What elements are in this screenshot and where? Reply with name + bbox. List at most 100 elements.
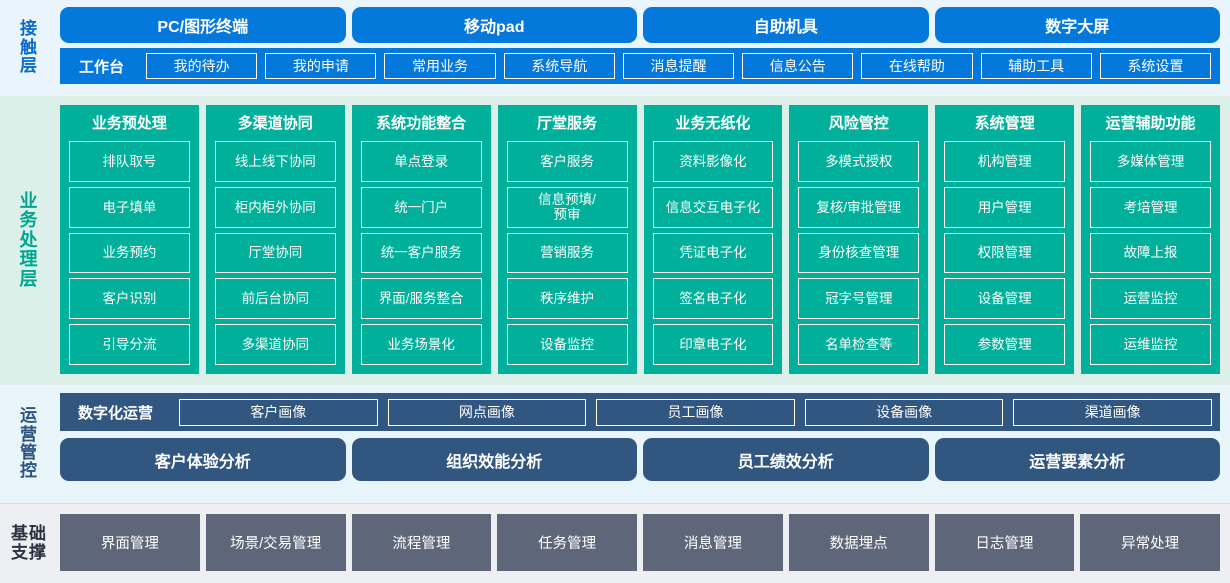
- business-item[interactable]: 多渠道协同: [214, 324, 336, 365]
- business-item[interactable]: 凭证电子化: [652, 232, 774, 274]
- business-item[interactable]: 柜内柜外协同: [214, 186, 336, 228]
- operations-layer: 运营管控 数字化运营 客户画像 网点画像 员工画像 设备画像 渠道画像 客户体验…: [0, 385, 1230, 503]
- workbench-chip-system-settings[interactable]: 系统设置: [1099, 53, 1211, 79]
- business-item[interactable]: 业务预约: [69, 232, 190, 274]
- business-item[interactable]: 印章电子化: [652, 324, 774, 365]
- contact-layer: 接触层 PC/图形终端 移动pad 自助机具 数字大屏 工作台 我的待办 我的申…: [0, 0, 1230, 96]
- business-item[interactable]: 秩序维护: [506, 278, 628, 320]
- business-item[interactable]: 考培管理: [1090, 186, 1211, 228]
- analysis-row: 客户体验分析 组织效能分析 员工绩效分析 运营要素分析: [60, 438, 1220, 481]
- business-item[interactable]: 客户服务: [506, 141, 628, 182]
- business-item[interactable]: 用户管理: [944, 186, 1066, 228]
- business-item[interactable]: 单点登录: [360, 141, 482, 182]
- business-item[interactable]: 厅堂协同: [214, 232, 336, 274]
- base-box-message-management[interactable]: 消息管理: [643, 514, 783, 571]
- business-column-title: 系统管理: [974, 115, 1035, 132]
- digital-operations-title: 数字化运营: [78, 404, 154, 422]
- workbench-chip-common-business[interactable]: 常用业务: [384, 53, 496, 79]
- base-support-layer: 基础支撑 界面管理 场景/交易管理 流程管理 任务管理 消息管理 数据埋点 日志…: [0, 503, 1230, 583]
- business-item[interactable]: 权限管理: [944, 232, 1066, 274]
- business-column-title: 厅堂服务: [537, 115, 598, 132]
- base-box-data-tracking[interactable]: 数据埋点: [788, 514, 929, 571]
- business-item[interactable]: 客户识别: [69, 278, 190, 320]
- business-item[interactable]: 资料影像化: [652, 141, 774, 182]
- analysis-box-operation-elements[interactable]: 运营要素分析: [934, 438, 1220, 481]
- business-item[interactable]: 引导分流: [69, 324, 190, 365]
- business-column-pretreatment: 业务预处理 排队取号 电子填单 业务预约 客户识别 引导分流: [60, 105, 199, 374]
- contact-layer-body: PC/图形终端 移动pad 自助机具 数字大屏 工作台 我的待办 我的申请 常用…: [58, 0, 1230, 96]
- business-column-title: 系统功能整合: [376, 115, 467, 132]
- business-item[interactable]: 排队取号: [69, 141, 190, 182]
- workbench-chip-message-alert[interactable]: 消息提醒: [622, 53, 735, 79]
- business-item[interactable]: 界面/服务整合: [360, 278, 482, 320]
- business-item[interactable]: 设备监控: [506, 324, 628, 365]
- analysis-box-customer-experience[interactable]: 客户体验分析: [60, 438, 346, 481]
- business-item[interactable]: 信息预填/ 预审: [506, 186, 628, 228]
- base-box-scenario-transaction-management[interactable]: 场景/交易管理: [205, 514, 346, 571]
- base-box-ui-management[interactable]: 界面管理: [60, 514, 200, 571]
- business-column-title: 多渠道协同: [237, 115, 313, 132]
- base-support-layer-body: 界面管理 场景/交易管理 流程管理 任务管理 消息管理 数据埋点 日志管理 异常…: [58, 504, 1230, 583]
- business-item[interactable]: 统一客户服务: [360, 232, 482, 274]
- business-item[interactable]: 电子填单: [69, 186, 190, 228]
- business-layer-label-text: 业务处理层: [19, 190, 39, 289]
- base-box-task-management[interactable]: 任务管理: [497, 514, 637, 571]
- base-support-layer-label: 基础支撑: [0, 504, 58, 583]
- business-column-title: 风险管控: [828, 115, 889, 132]
- channel-box-digital-screen[interactable]: 数字大屏: [934, 7, 1220, 43]
- business-layer-body: 业务预处理 排队取号 电子填单 业务预约 客户识别 引导分流 多渠道协同 线上线…: [58, 96, 1230, 385]
- business-item[interactable]: 多模式授权: [798, 141, 920, 182]
- business-item[interactable]: 名单检查等: [798, 324, 920, 365]
- workbench-chip-my-todo[interactable]: 我的待办: [146, 53, 258, 79]
- workbench-chip-announcement[interactable]: 信息公告: [742, 53, 854, 79]
- business-column-multichannel: 多渠道协同 线上线下协同 柜内柜外协同 厅堂协同 前后台协同 多渠道协同: [205, 105, 345, 374]
- base-box-process-management[interactable]: 流程管理: [351, 514, 492, 571]
- operations-layer-label-text: 运营管控: [20, 406, 38, 481]
- business-item[interactable]: 参数管理: [944, 324, 1066, 365]
- base-box-exception-handling[interactable]: 异常处理: [1080, 514, 1220, 571]
- channel-row: PC/图形终端 移动pad 自助机具 数字大屏: [60, 7, 1220, 43]
- channel-box-mobile-pad[interactable]: 移动pad: [351, 7, 637, 43]
- portrait-chip-customer[interactable]: 客户画像: [179, 398, 378, 426]
- business-item[interactable]: 签名电子化: [652, 278, 774, 320]
- business-item[interactable]: 冠字号管理: [798, 278, 920, 320]
- workbench-chip-online-help[interactable]: 在线帮助: [861, 53, 973, 79]
- business-column-paperless: 业务无纸化 资料影像化 信息交互电子化 凭证电子化 签名电子化 印章电子化: [643, 105, 783, 374]
- portrait-chip-device[interactable]: 设备画像: [804, 398, 1004, 426]
- contact-layer-label-text: 接触层: [20, 19, 38, 76]
- business-column-ops-auxiliary: 运营辅助功能 多媒体管理 考培管理 故障上报 运营监控 运维监控: [1081, 105, 1220, 374]
- base-support-layer-label-text: 基础支撑: [11, 524, 47, 562]
- business-item[interactable]: 信息交互电子化: [652, 186, 774, 228]
- business-layer-label: 业务处理层: [0, 96, 58, 385]
- business-item[interactable]: 机构管理: [944, 141, 1066, 182]
- business-column-title: 业务无纸化: [675, 115, 751, 132]
- workbench-chip-aux-tools[interactable]: 辅助工具: [980, 53, 1092, 79]
- portrait-chip-branch[interactable]: 网点画像: [387, 398, 587, 426]
- business-item[interactable]: 前后台协同: [214, 278, 336, 320]
- business-column-title: 业务预处理: [91, 115, 167, 132]
- analysis-box-employee-performance[interactable]: 员工绩效分析: [643, 438, 929, 481]
- business-item[interactable]: 线上线下协同: [214, 141, 336, 182]
- channel-box-self-service[interactable]: 自助机具: [643, 7, 929, 43]
- business-item[interactable]: 统一门户: [360, 186, 482, 228]
- portrait-chip-employee[interactable]: 员工画像: [596, 398, 795, 426]
- base-box-log-management[interactable]: 日志管理: [934, 514, 1075, 571]
- business-item[interactable]: 运营监控: [1090, 278, 1211, 320]
- business-item[interactable]: 身份核查管理: [798, 232, 920, 274]
- business-column-system-management: 系统管理 机构管理 用户管理 权限管理 设备管理 参数管理: [935, 105, 1075, 374]
- business-item[interactable]: 业务场景化: [360, 324, 482, 365]
- business-item[interactable]: 运维监控: [1090, 324, 1211, 365]
- portrait-chip-channel[interactable]: 渠道画像: [1013, 398, 1212, 426]
- business-item[interactable]: 复核/审批管理: [798, 186, 920, 228]
- business-item[interactable]: 设备管理: [944, 278, 1066, 320]
- channel-box-pc[interactable]: PC/图形终端: [60, 7, 346, 43]
- workbench-chip-system-navigation[interactable]: 系统导航: [503, 53, 615, 79]
- analysis-box-organization-efficiency[interactable]: 组织效能分析: [351, 438, 637, 481]
- business-item[interactable]: 营销服务: [506, 232, 628, 274]
- workbench-chip-my-application[interactable]: 我的申请: [265, 53, 377, 79]
- digital-operations-row: 数字化运营 客户画像 网点画像 员工画像 设备画像 渠道画像: [60, 393, 1220, 431]
- business-column-title: 运营辅助功能: [1105, 115, 1196, 132]
- business-item[interactable]: 多媒体管理: [1090, 141, 1211, 182]
- business-item[interactable]: 故障上报: [1090, 232, 1211, 274]
- contact-layer-label: 接触层: [0, 0, 58, 96]
